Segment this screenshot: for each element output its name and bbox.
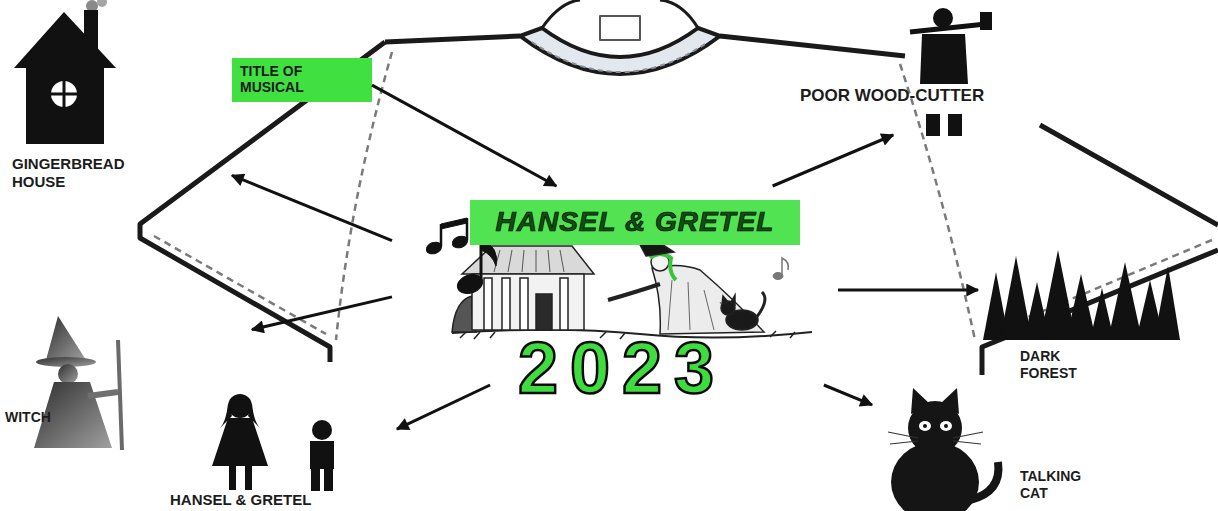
node-label: TITLE OF MUSICAL bbox=[240, 63, 340, 95]
node-label: WITCH bbox=[5, 409, 85, 426]
node-label: DARK FOREST bbox=[1020, 348, 1100, 382]
connector-arrow bbox=[824, 385, 872, 405]
house-wall bbox=[472, 274, 584, 330]
children-silhouette bbox=[212, 394, 334, 491]
house-column bbox=[484, 278, 492, 330]
poster-design: HANSEL & GRETEL2023 bbox=[392, 186, 838, 385]
armhole-seam bbox=[900, 64, 975, 340]
gingerbread-house-silhouette bbox=[14, 0, 116, 144]
boy-head bbox=[312, 420, 332, 440]
figure-leg bbox=[926, 114, 940, 136]
cat-pupil bbox=[923, 424, 927, 428]
wood-cutter-silhouette bbox=[910, 8, 992, 136]
house-body bbox=[26, 60, 104, 144]
house-column bbox=[502, 278, 510, 330]
character-label: POOR WOOD-CUTTER bbox=[800, 0, 1035, 135]
connector-arrow bbox=[372, 85, 556, 186]
note-stem bbox=[441, 218, 467, 246]
figure-leg bbox=[948, 114, 962, 136]
house-roof bbox=[14, 12, 116, 68]
axe-handle bbox=[910, 24, 986, 32]
tree bbox=[1066, 274, 1096, 340]
witch-staff bbox=[118, 340, 122, 450]
figure-head bbox=[933, 8, 953, 28]
house-window bbox=[51, 81, 77, 107]
cat-whiskers bbox=[888, 432, 983, 444]
title-callout: TITLE OF MUSICAL bbox=[232, 58, 372, 102]
left-sleeve bbox=[140, 42, 385, 362]
witch-hair bbox=[650, 254, 676, 280]
collar-stitch bbox=[532, 42, 708, 72]
character-label: WITCH bbox=[0, 312, 252, 452]
axe-head bbox=[980, 12, 992, 30]
cat-pupil bbox=[944, 424, 948, 428]
witch-arm bbox=[88, 392, 118, 396]
shoulder-line bbox=[385, 36, 905, 56]
node-label: GINGERBREAD HOUSE bbox=[12, 155, 140, 191]
character-label: GINGERBREAD HOUSE bbox=[10, 0, 232, 192]
cat-ear bbox=[940, 388, 959, 414]
girl-head bbox=[228, 394, 252, 418]
neck-tag bbox=[600, 16, 640, 40]
cat-eye bbox=[919, 421, 931, 431]
tshirt-outline bbox=[140, 0, 1218, 375]
boy-leg bbox=[324, 467, 333, 491]
witch-silhouette bbox=[34, 316, 122, 450]
witch-head bbox=[58, 364, 78, 384]
girl-dress bbox=[212, 418, 268, 466]
connector-arrow bbox=[773, 135, 894, 186]
tree bbox=[1154, 266, 1180, 340]
character-label: HANSEL & GRETEL bbox=[165, 392, 397, 510]
witch-arm bbox=[608, 284, 660, 300]
year-text: 2023 bbox=[487, 332, 757, 404]
connector-arrow bbox=[838, 289, 978, 292]
witch-hat bbox=[46, 316, 86, 360]
forest-silhouette bbox=[983, 250, 1180, 340]
house-column bbox=[520, 278, 528, 330]
cat-eye bbox=[940, 421, 952, 431]
node-label: POOR WOOD-CUTTER bbox=[800, 86, 1035, 106]
character-label: TALKING CAT bbox=[872, 398, 1097, 511]
note-stem bbox=[782, 258, 788, 274]
setting-label: DARK FOREST bbox=[978, 250, 1178, 390]
cat-silhouette bbox=[888, 388, 998, 511]
house-door bbox=[536, 294, 552, 330]
connector-arrow bbox=[232, 175, 392, 240]
girl-leg bbox=[245, 464, 252, 490]
node-label: HANSEL & GRETEL bbox=[170, 491, 370, 509]
cat-tail bbox=[756, 292, 765, 318]
note-beam bbox=[441, 218, 467, 229]
connector-arrow bbox=[252, 297, 392, 330]
house-column bbox=[560, 278, 568, 330]
window-cross bbox=[51, 81, 77, 107]
show-title: HANSEL & GRETEL bbox=[470, 200, 800, 245]
connector-arrow bbox=[397, 385, 490, 429]
sleeve-hem-seam bbox=[154, 236, 326, 334]
witch-robe bbox=[652, 265, 764, 334]
right-sleeve bbox=[982, 125, 1218, 375]
chimney-smoke bbox=[97, 0, 107, 7]
girl-leg bbox=[229, 464, 236, 490]
boy-torso bbox=[310, 441, 334, 469]
tree bbox=[1108, 262, 1142, 340]
boy-leg bbox=[311, 467, 320, 491]
node-label: TALKING CAT bbox=[1020, 468, 1100, 502]
figure-torso bbox=[920, 34, 968, 84]
cat-ears bbox=[722, 295, 735, 305]
cat-ear bbox=[911, 388, 930, 414]
roof-hatch bbox=[494, 250, 564, 272]
